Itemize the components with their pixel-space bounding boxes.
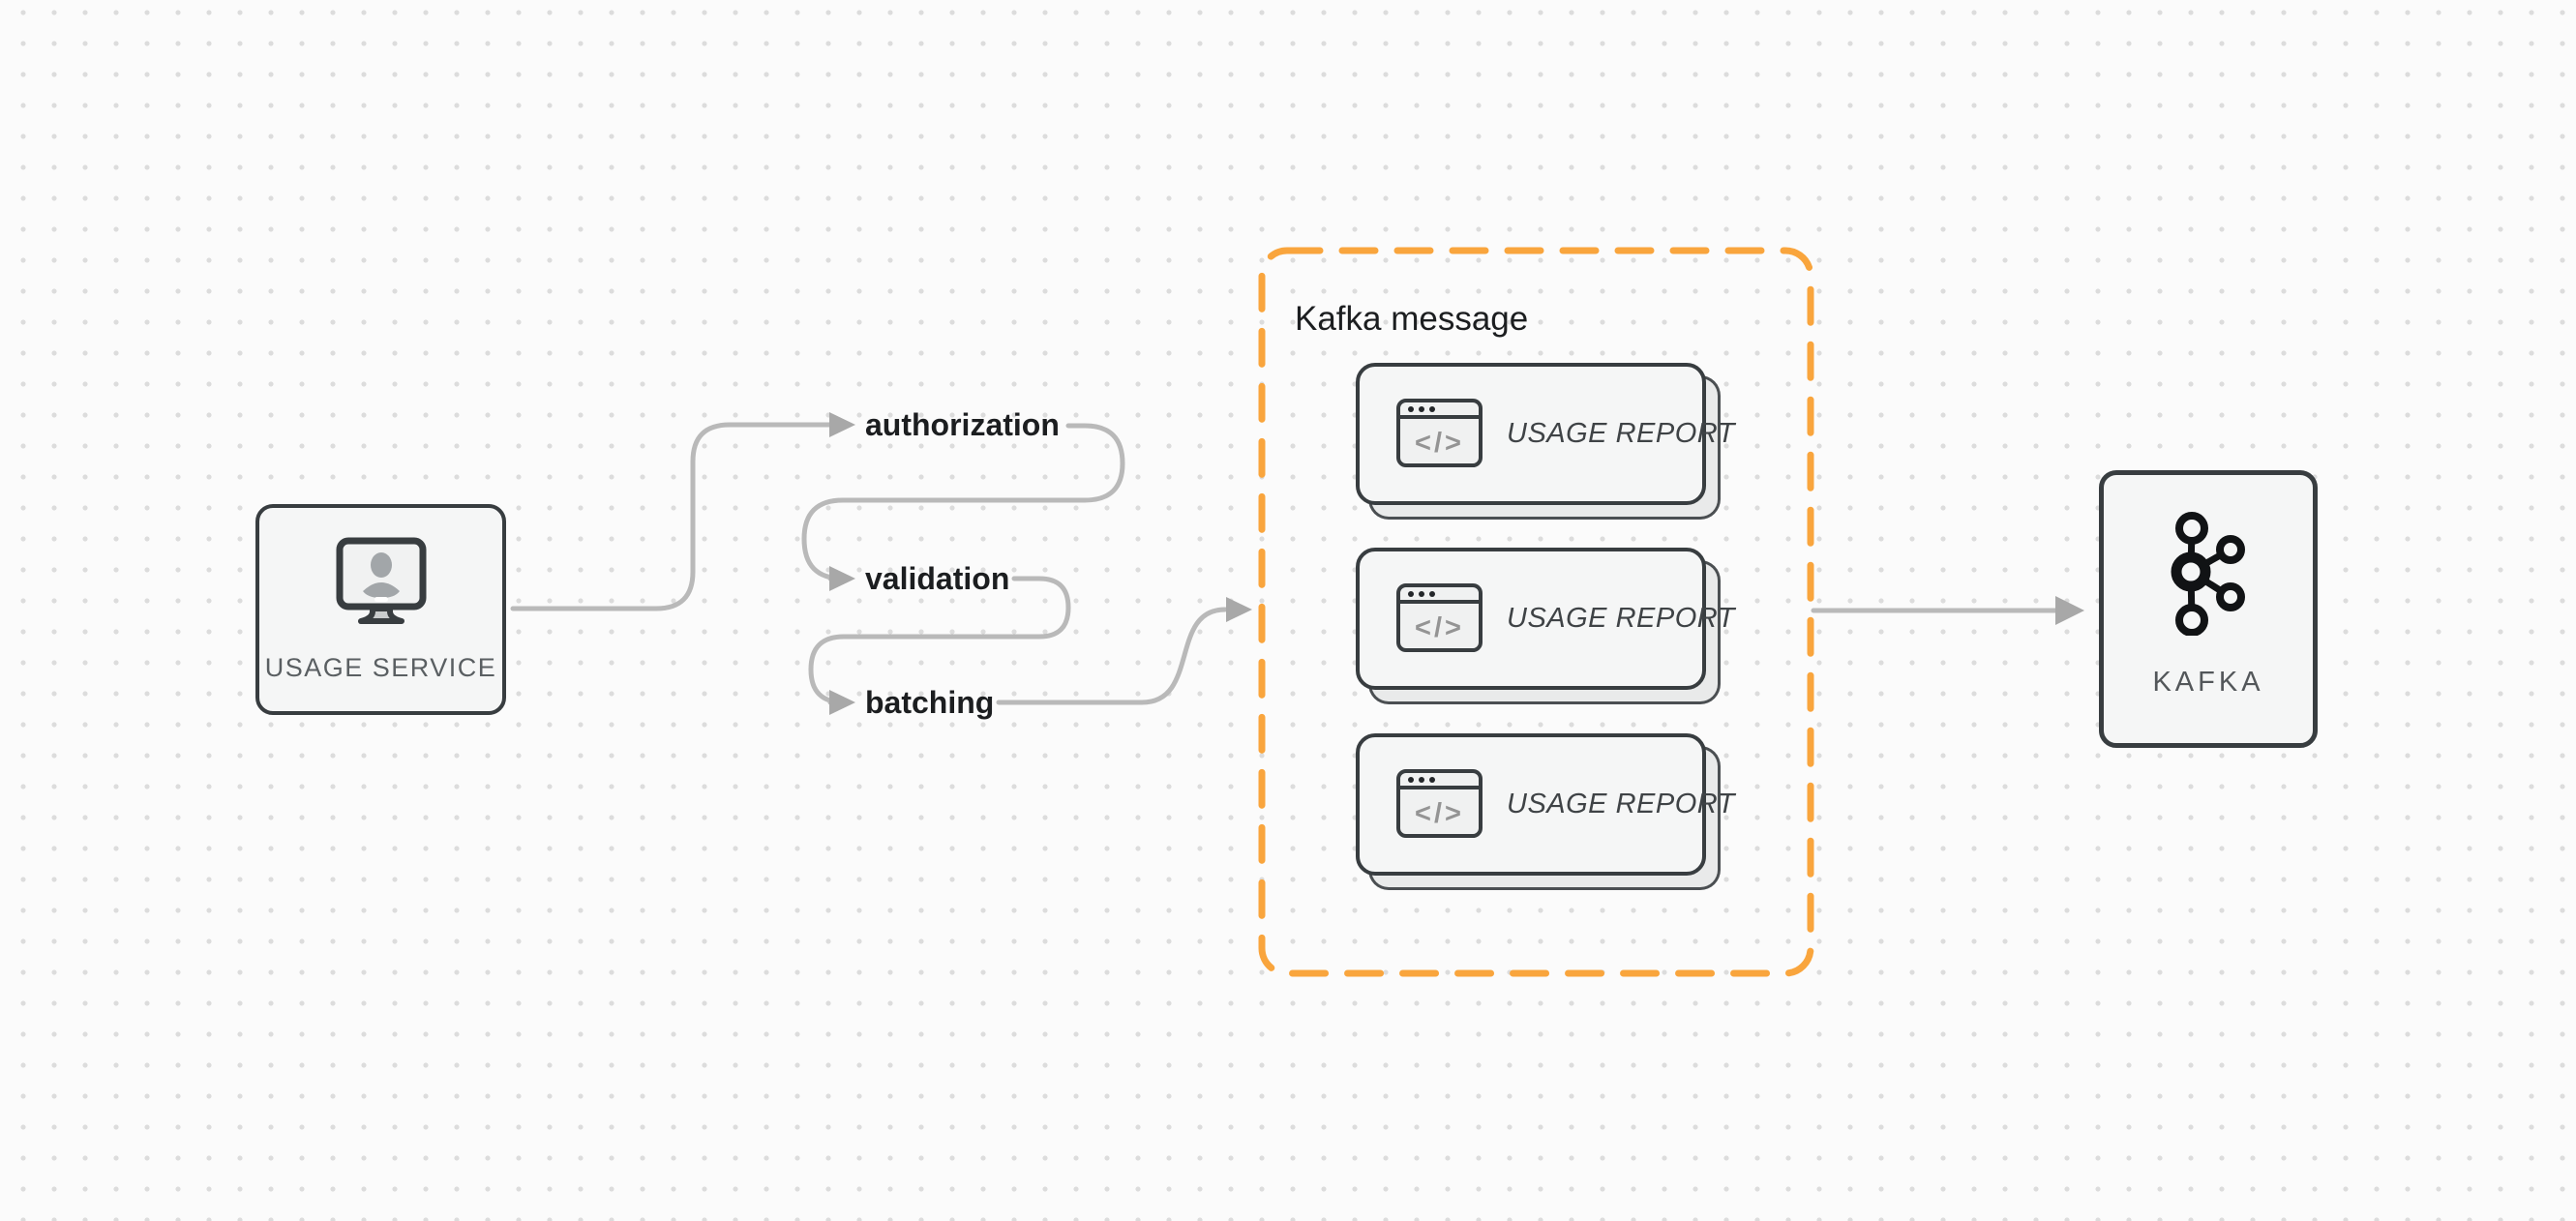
connector-validation-to-batching (808, 576, 1071, 705)
kafka-message-group-border (1258, 247, 1814, 977)
monitor-user-icon (336, 537, 426, 624)
connector-usage-to-authorization (510, 422, 833, 611)
usage-service-label: USAGE SERVICE (264, 653, 497, 682)
code-window-icon: </> (1396, 399, 1483, 467)
step-label-authorization: authorization (865, 407, 1060, 442)
usage-report-label: USAGE REPORT (1507, 603, 1735, 634)
code-window-icon: </> (1396, 769, 1483, 838)
step-label-validation: validation (865, 561, 1010, 596)
kafka-logo-icon (2171, 512, 2245, 636)
code-glyph: </> (1415, 427, 1464, 459)
code-window-titlebar (1400, 773, 1479, 789)
arrowhead-kafka (2055, 596, 2084, 625)
usage-report-card: </> USAGE REPORT (1356, 363, 1734, 505)
usage-report-label: USAGE REPORT (1507, 789, 1735, 819)
code-window-titlebar (1400, 587, 1479, 604)
kafka-message-group-title: Kafka message (1295, 300, 1529, 338)
code-window-icon: </> (1396, 583, 1483, 652)
code-window-titlebar (1400, 402, 1479, 419)
arrowhead-validation (829, 566, 855, 591)
code-glyph: </> (1415, 797, 1464, 829)
code-glyph: </> (1415, 611, 1464, 643)
usage-report-card: </> USAGE REPORT (1356, 548, 1734, 690)
step-label-batching: batching (865, 685, 995, 720)
arrowhead-authorization (829, 412, 855, 437)
kafka-label: KAFKA (2152, 667, 2264, 698)
usage-service-node: USAGE SERVICE (255, 504, 506, 715)
arrowhead-kafka-message (1226, 597, 1252, 622)
kafka-node: KAFKA (2099, 470, 2318, 748)
usage-report-card: </> USAGE REPORT (1356, 733, 1734, 876)
usage-report-label: USAGE REPORT (1507, 418, 1735, 449)
connector-batching-to-kafka-message (996, 607, 1228, 705)
arrowhead-batching (829, 690, 855, 715)
connector-authorization-to-validation (801, 423, 1125, 581)
